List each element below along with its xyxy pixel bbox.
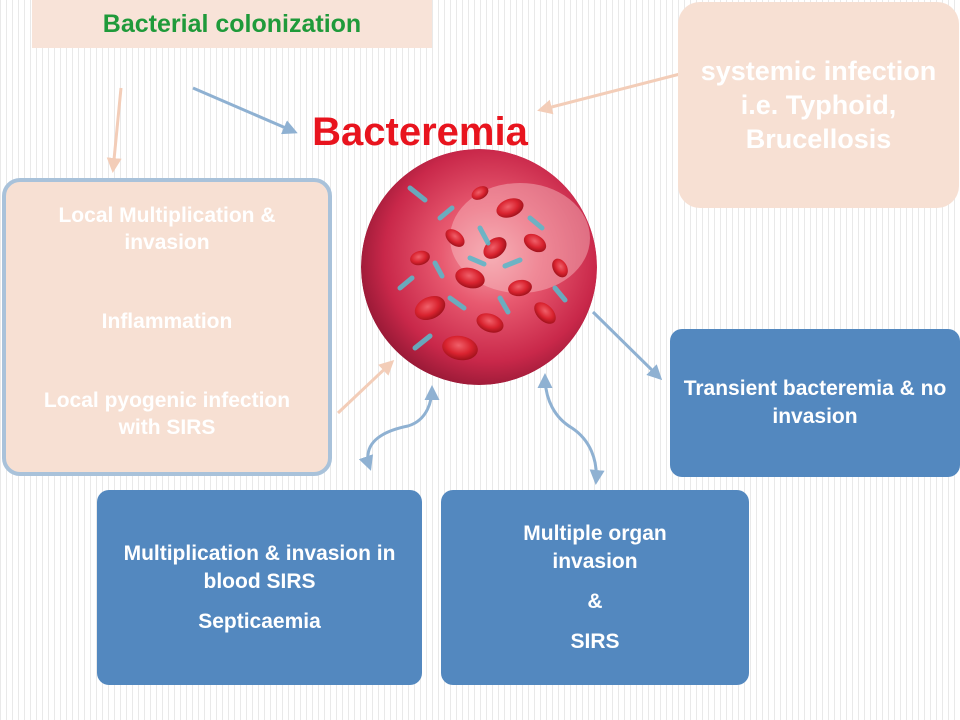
multiple-organ-invasion-box: Multiple organ invasion & SIRS: [441, 490, 749, 685]
local-item-pyogenic-infection: Local pyogenic infection with SIRS: [43, 389, 291, 439]
organ-line-3: SIRS: [570, 629, 620, 653]
septicaemia-box: Multiplication & invasion in blood SIRS …: [97, 490, 422, 685]
transient-bacteremia-box: Transient bacteremia & no invasion: [670, 329, 960, 477]
systemic-infection-box: systemic infection i.e. Typhoid, Brucell…: [678, 2, 959, 208]
arrow-systemic-to-bacteremia: [537, 72, 681, 115]
arrow-colonization-to-local: [106, 87, 123, 173]
bacterial-colonization-box: Bacterial colonization: [32, 0, 432, 48]
local-item-multiplication: Local Multiplication & invasion: [58, 204, 276, 254]
transient-bacteremia-text: Transient bacteremia & no invasion: [683, 377, 947, 428]
bacteremia-label: Bacteremia: [312, 110, 528, 154]
blood-vessel-bacteria-illustration: [361, 149, 597, 385]
septicaemia-line-1: Multiplication & invasion in blood SIRS: [123, 541, 396, 593]
local-item-inflammation: Inflammation: [101, 310, 233, 333]
arrow-bacteremia-organ-bidirectional: [537, 373, 605, 485]
bacterial-colonization-label: Bacterial colonization: [102, 9, 362, 38]
arrow-bacteremia-septic-bidirectional: [358, 385, 440, 471]
systemic-infection-text: systemic infection i.e. Typhoid, Brucell…: [700, 56, 937, 154]
arrow-bacteremia-to-transient: [591, 310, 663, 381]
organ-line-1: Multiple organ invasion: [523, 521, 667, 573]
local-multiplication-box: Local Multiplication & invasion Inflamma…: [2, 178, 332, 476]
arrow-colonization-to-bacteremia: [192, 86, 298, 135]
organ-line-2: &: [587, 589, 603, 613]
septicaemia-line-2: Septicaemia: [198, 609, 321, 633]
